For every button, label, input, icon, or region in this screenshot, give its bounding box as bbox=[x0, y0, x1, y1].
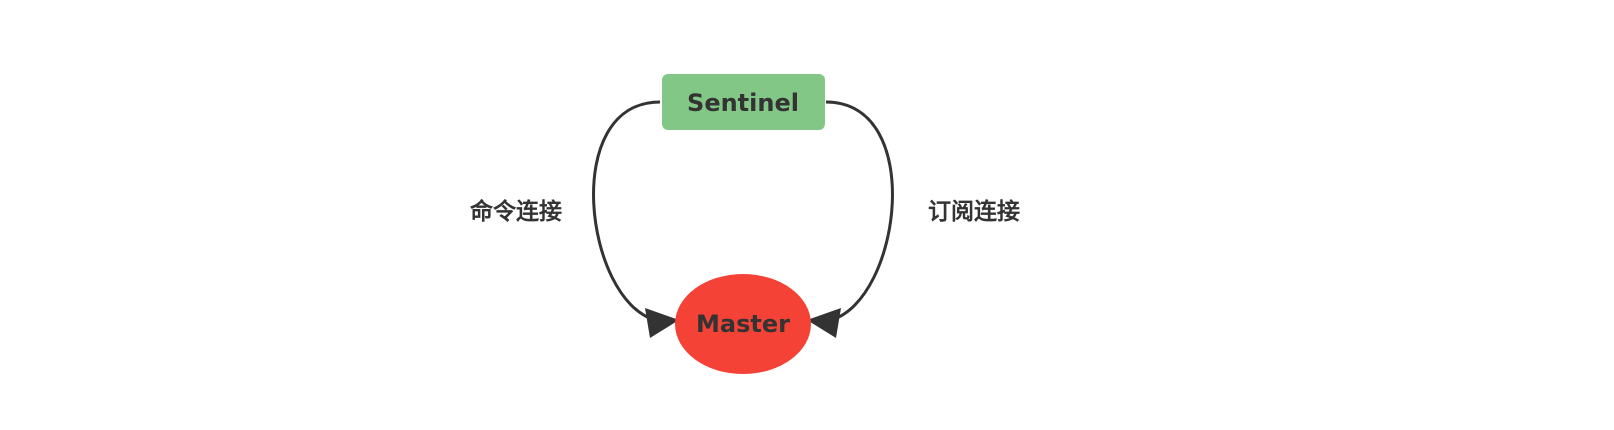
command-connection-edge bbox=[592, 100, 661, 322]
master-node-label: Master bbox=[696, 310, 790, 338]
sentinel-node-box bbox=[662, 74, 825, 130]
sentinel-node-label: Sentinel bbox=[687, 89, 799, 117]
sentinel-node: Sentinel bbox=[662, 74, 825, 130]
subscribe-connection-arrowhead bbox=[807, 308, 841, 338]
command-connection-arrowhead bbox=[645, 308, 679, 338]
master-node: Master bbox=[675, 274, 811, 374]
subscribe-connection-label: 订阅连接 bbox=[928, 198, 1020, 225]
master-node-ellipse bbox=[675, 274, 811, 374]
subscribe-connection-edge bbox=[825, 100, 894, 322]
command-connection-label: 命令连接 bbox=[470, 198, 562, 225]
